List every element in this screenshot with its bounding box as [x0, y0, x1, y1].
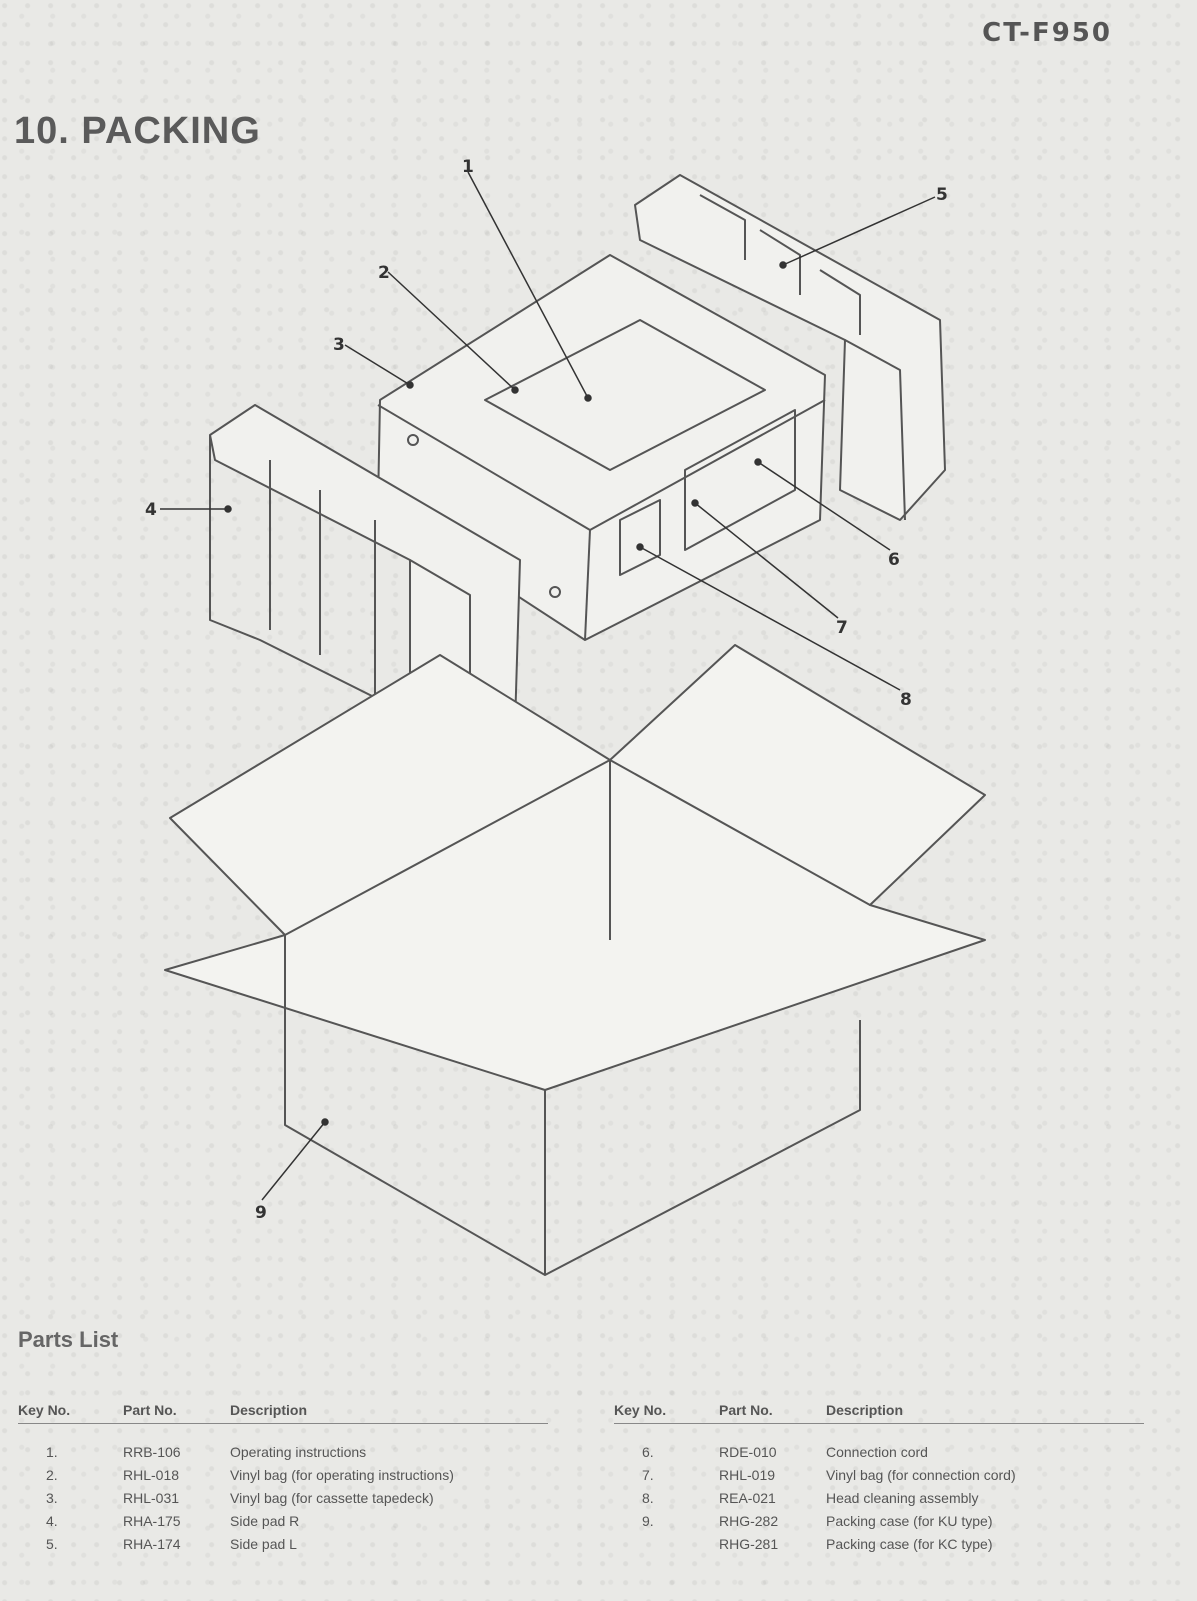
part-no: RDE-010	[719, 1444, 777, 1460]
col-key-no: Key No.	[18, 1402, 123, 1424]
key-no: 8.	[642, 1490, 654, 1506]
col-description: Description	[826, 1402, 1144, 1424]
description: Operating instructions	[230, 1444, 367, 1460]
part-no: REA-021	[719, 1490, 776, 1506]
table-row: 5. RHA-174 Side pad L	[18, 1534, 548, 1557]
table-row: 2. RHL-018 Vinyl bag (for operating inst…	[18, 1465, 548, 1488]
model-number: CT-F950	[982, 18, 1112, 48]
part-no: RHA-175	[123, 1513, 181, 1529]
parts-table-left: Key No. Part No. Description 1. RRB-106 …	[18, 1402, 548, 1557]
callout-8: 8	[900, 690, 912, 710]
part-no: RHG-282	[719, 1513, 779, 1529]
description: Vinyl bag (for connection cord)	[826, 1467, 1016, 1483]
col-key-no: Key No.	[614, 1402, 719, 1424]
callout-2: 2	[378, 263, 390, 283]
table-row: 1. RRB-106 Operating instructions	[18, 1442, 548, 1465]
description: Head cleaning assembly	[826, 1490, 979, 1506]
description: Side pad L	[230, 1536, 297, 1552]
part-no: RHL-018	[123, 1467, 180, 1483]
table-row: 3. RHL-031 Vinyl bag (for cassette taped…	[18, 1488, 548, 1511]
key-no: 2.	[46, 1467, 58, 1483]
part-no: RHL-019	[719, 1467, 776, 1483]
callout-5: 5	[936, 185, 948, 205]
description: Connection cord	[826, 1444, 928, 1460]
packing-exploded-diagram: 1 2 3 4 5 6 7 8 9	[145, 157, 986, 1276]
col-part-no: Part No.	[719, 1402, 826, 1424]
description: Packing case (for KU type)	[826, 1513, 993, 1529]
callout-1: 1	[462, 157, 474, 177]
part-no: RHA-174	[123, 1536, 181, 1552]
parts-table-right: Key No. Part No. Description 6. RDE-010 …	[614, 1402, 1144, 1557]
key-no: 4.	[46, 1513, 58, 1529]
table-row: 4. RHA-175 Side pad R	[18, 1511, 548, 1534]
part-no: RRB-106	[123, 1444, 181, 1460]
callout-7: 7	[836, 618, 848, 638]
section-title: 10. PACKING	[14, 110, 261, 152]
callout-3: 3	[333, 335, 345, 355]
key-no: 5.	[46, 1536, 58, 1552]
key-no: 1.	[46, 1444, 58, 1460]
description: Packing case (for KC type)	[826, 1536, 993, 1552]
key-no: 9.	[642, 1513, 654, 1529]
side-pad-l	[634, 174, 946, 521]
callout-6: 6	[888, 550, 900, 570]
description: Vinyl bag (for cassette tapedeck)	[230, 1490, 434, 1506]
table-row: RHG-281 Packing case (for KC type)	[614, 1534, 1144, 1557]
table-row: 6. RDE-010 Connection cord	[614, 1442, 1144, 1465]
callout-4: 4	[145, 500, 157, 520]
part-no: RHG-281	[719, 1536, 779, 1552]
key-no: 3.	[46, 1490, 58, 1506]
description: Side pad R	[230, 1513, 300, 1529]
col-part-no: Part No.	[123, 1402, 230, 1424]
key-no: 6.	[642, 1444, 654, 1460]
part-no: RHL-031	[123, 1490, 180, 1506]
table-row: 7. RHL-019 Vinyl bag (for connection cor…	[614, 1465, 1144, 1488]
key-no	[614, 1534, 719, 1557]
col-description: Description	[230, 1402, 548, 1424]
table-row: 8. REA-021 Head cleaning assembly	[614, 1488, 1144, 1511]
key-no: 7.	[642, 1467, 654, 1483]
table-row: 9. RHG-282 Packing case (for KU type)	[614, 1511, 1144, 1534]
parts-list-title: Parts List	[18, 1327, 119, 1352]
packing-case	[164, 644, 986, 1276]
callout-9: 9	[255, 1203, 267, 1223]
description: Vinyl bag (for operating instructions)	[230, 1467, 454, 1483]
